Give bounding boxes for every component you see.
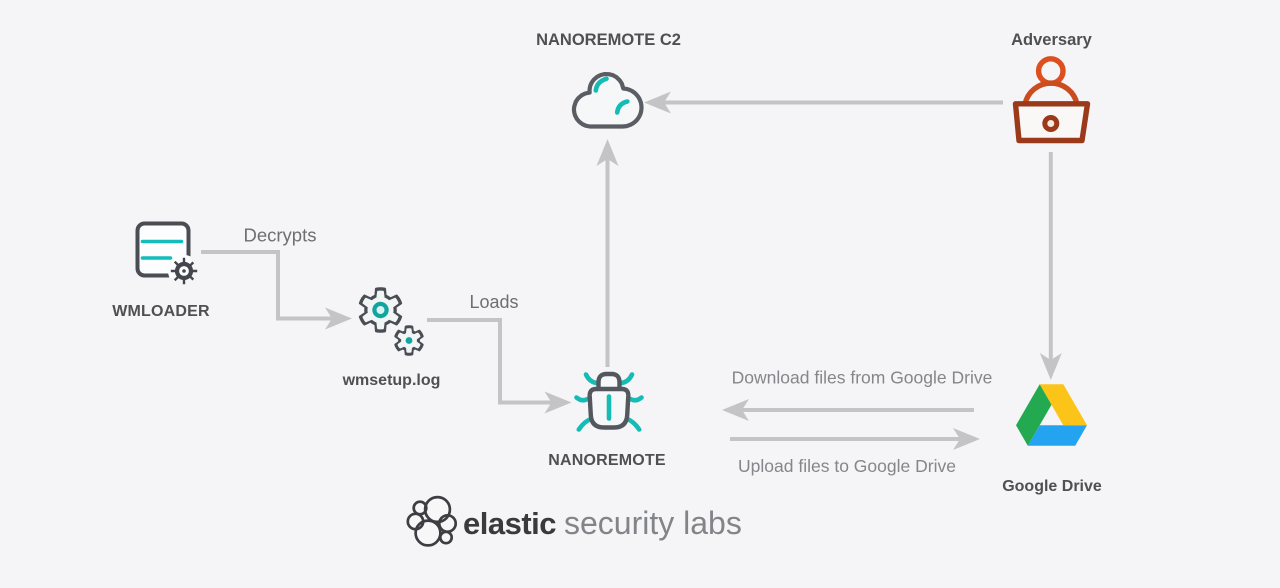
svg-text:Loads: Loads (469, 292, 518, 312)
svg-text:Decrypts: Decrypts (244, 225, 317, 246)
svg-text:NANOREMOTE C2: NANOREMOTE C2 (536, 31, 681, 49)
svg-text:security labs: security labs (564, 505, 742, 541)
svg-text:WMLOADER: WMLOADER (112, 303, 210, 320)
svg-text:elastic: elastic (463, 506, 556, 541)
svg-text:Google Drive: Google Drive (1002, 478, 1102, 495)
svg-text:Download files from Google Dri: Download files from Google Drive (732, 368, 993, 388)
svg-text:Upload files to Google Drive: Upload files to Google Drive (738, 456, 956, 476)
svg-text:wmsetup.log: wmsetup.log (342, 372, 441, 389)
svg-text:NANOREMOTE: NANOREMOTE (548, 452, 666, 469)
svg-text:Adversary: Adversary (1011, 31, 1093, 49)
